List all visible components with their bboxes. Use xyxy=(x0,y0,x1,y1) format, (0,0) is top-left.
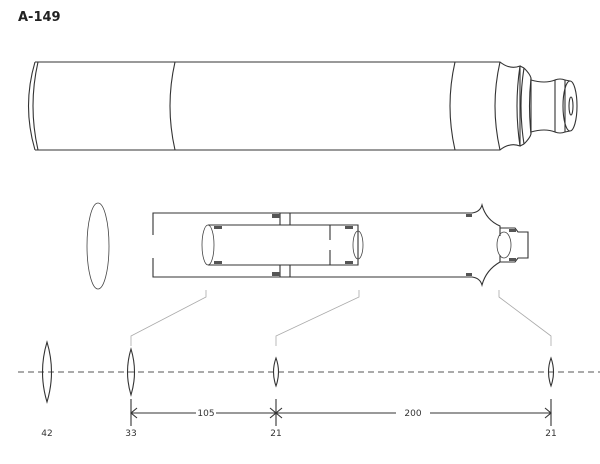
lens-icon xyxy=(126,347,136,397)
dimension-lines: 105 200 xyxy=(130,399,552,426)
telescope-cross-section xyxy=(86,202,529,290)
lens-icon xyxy=(547,356,555,388)
lens-label: 21 xyxy=(545,429,556,439)
lens-labels: 42 33 21 21 xyxy=(41,429,556,439)
lens-label: 42 xyxy=(41,429,52,439)
lens-icon xyxy=(272,356,280,388)
dimension-label: 105 xyxy=(197,409,214,419)
telescope-exterior xyxy=(27,61,578,151)
lens-label: 33 xyxy=(125,429,136,439)
dimension-label: 200 xyxy=(404,409,421,419)
lens-icon xyxy=(41,340,53,404)
diagram-title: A-149 xyxy=(18,10,61,25)
leader-lines xyxy=(130,290,552,346)
lens-schematic xyxy=(41,340,555,404)
objective-lens-icon xyxy=(86,202,110,290)
lens-label: 21 xyxy=(270,429,281,439)
